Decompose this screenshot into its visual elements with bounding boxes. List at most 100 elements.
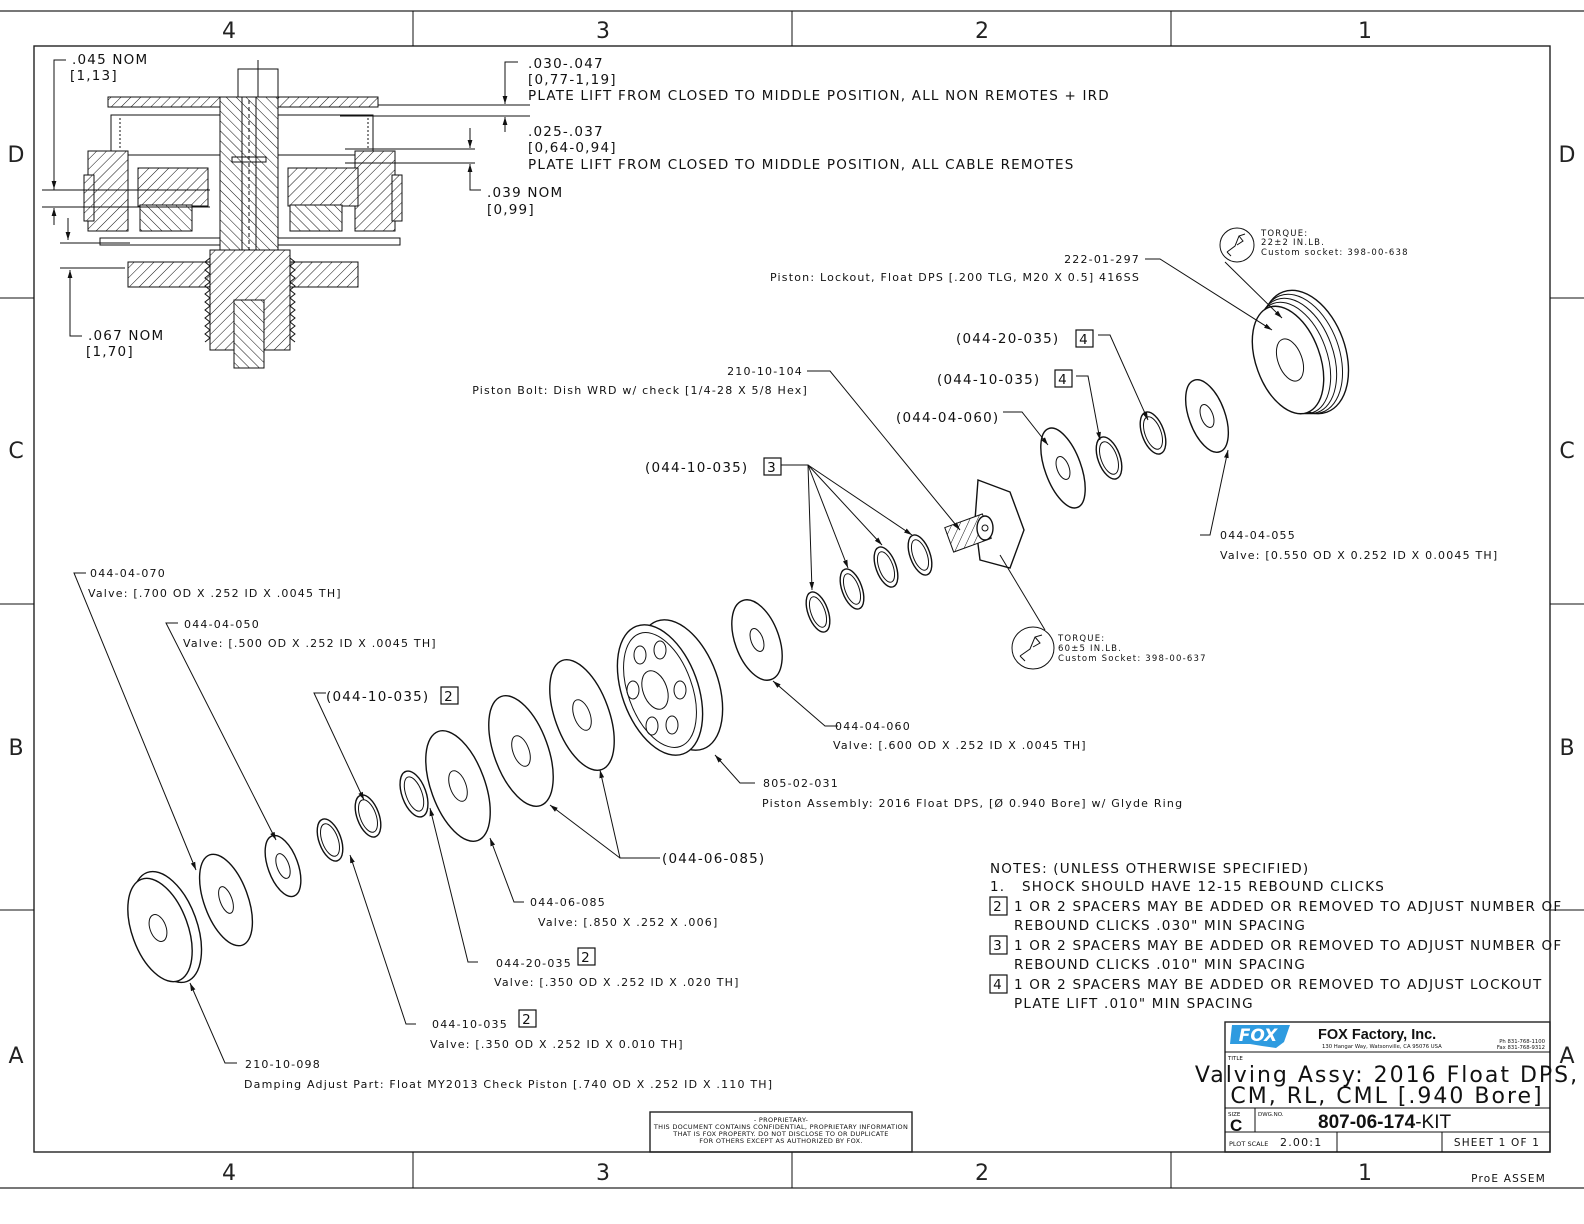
dim-045-value: .045 NOM bbox=[72, 52, 148, 68]
zone-row-d-right: D bbox=[1559, 143, 1576, 168]
callout-210-10-098-desc: Damping Adjust Part: Float MY2013 Check … bbox=[244, 1078, 773, 1091]
zone-row-b-right: B bbox=[1559, 736, 1574, 761]
company-fax: Fax 831-768-9312 bbox=[1497, 1045, 1545, 1051]
callout-222-01-297-desc: Piston: Lockout, Float DPS [.200 TLG, M2… bbox=[770, 271, 1140, 284]
callout-044-10-035-4: (044-10-035) bbox=[937, 372, 1040, 388]
callout-210-10-098-part: 210-10-098 bbox=[245, 1058, 321, 1071]
dim-025-037-note: PLATE LIFT FROM CLOSED TO MIDDLE POSITIO… bbox=[528, 157, 1075, 173]
dim-039-value: .039 NOM bbox=[487, 185, 563, 201]
callout-222-01-297-part: 222-01-297 bbox=[1064, 253, 1140, 266]
flag-3: 3 bbox=[767, 460, 777, 476]
note-4-flag: 4 bbox=[993, 977, 1003, 993]
part-210-10-098 bbox=[127, 870, 203, 984]
torque-2-label: TORQUE: bbox=[1057, 634, 1105, 644]
torque-1-value: 22±2 IN.LB. bbox=[1261, 238, 1325, 248]
callout-210-10-104-part: 210-10-104 bbox=[727, 365, 803, 378]
part-044-10-035-d bbox=[1095, 436, 1123, 480]
callout-044-04-050-desc: Valve: [.500 OD X .252 ID X .0045 TH] bbox=[183, 637, 437, 650]
part-044-10-035-c2 bbox=[839, 568, 865, 610]
dim-030-047-note: PLATE LIFT FROM CLOSED TO MIDDLE POSITIO… bbox=[528, 88, 1110, 104]
zone-row-c-right: C bbox=[1559, 439, 1574, 464]
dwg-no-label: DWG.NO. bbox=[1258, 1112, 1284, 1118]
note-3-flag: 3 bbox=[993, 938, 1003, 954]
part-044-10-035-c3 bbox=[873, 546, 899, 588]
note-2-line-2: REBOUND CLICKS .030" MIN SPACING bbox=[1014, 918, 1306, 934]
note-3-line-2: REBOUND CLICKS .010" MIN SPACING bbox=[1014, 957, 1306, 973]
zone-col-4-bottom: 4 bbox=[222, 1161, 236, 1186]
notes-block: NOTES: (UNLESS OTHERWISE SPECIFIED) 1. S… bbox=[989, 861, 1562, 1012]
drawing-number: 807-06-174-KIT bbox=[1318, 1112, 1451, 1133]
leader-lines bbox=[73, 258, 1283, 1064]
zone-col-4-top: 4 bbox=[222, 19, 236, 44]
zone-col-1-top: 1 bbox=[1358, 19, 1372, 44]
torque-wrench-icon bbox=[1011, 626, 1055, 670]
company-address: 130 Hangar Way, Watsonville, CA 95076 US… bbox=[1322, 1044, 1442, 1050]
zone-col-1-bottom: 1 bbox=[1358, 1161, 1372, 1186]
flag-4-b: 4 bbox=[1058, 372, 1068, 388]
flag-2-b: 2 bbox=[581, 950, 591, 966]
part-044-06-085-c bbox=[549, 659, 615, 771]
part-044-20-035 bbox=[399, 770, 429, 818]
torque-wrench-icon bbox=[1219, 227, 1255, 263]
callout-044-04-055-part: 044-04-055 bbox=[1220, 529, 1296, 542]
part-805-02-031-piston bbox=[616, 619, 724, 756]
callout-044-10-035-desc: Valve: [.350 OD X .252 ID X 0.010 TH] bbox=[430, 1038, 684, 1051]
software-label: ProE ASSEM bbox=[1471, 1173, 1546, 1185]
callout-044-20-035-4: (044-20-035) bbox=[956, 331, 1059, 347]
dim-025-037-metric: [0,64-0,94] bbox=[528, 140, 617, 156]
dim-025-037-value: .025-.037 bbox=[528, 124, 604, 140]
proprietary-line-1: - PROPRIETARY- bbox=[754, 1116, 809, 1124]
fox-logo-text: FOX bbox=[1239, 1026, 1278, 1046]
callout-044-06-085-desc: Valve: [.850 X .252 X .006] bbox=[538, 916, 718, 929]
zone-labels: 4 3 2 1 4 3 2 1 D C B A D C B A bbox=[8, 19, 1576, 1186]
zone-col-3-bottom: 3 bbox=[596, 1161, 610, 1186]
size-label: SIZE bbox=[1228, 1112, 1241, 1118]
sheet-count: SHEET 1 OF 1 bbox=[1454, 1137, 1540, 1149]
dim-030-047-value: .030-.047 bbox=[528, 56, 604, 72]
callout-044-06-085-paren: (044-06-085) bbox=[662, 851, 765, 867]
callout-044-20-035-desc: Valve: [.350 OD X .252 ID X .020 TH] bbox=[494, 976, 740, 989]
title-label: TITLE bbox=[1227, 1056, 1243, 1062]
note-4-line-1: 1 OR 2 SPACERS MAY BE ADDED OR REMOVED T… bbox=[1014, 977, 1542, 993]
drawing-number-main: 807-06-174 bbox=[1318, 1112, 1416, 1133]
torque-1-socket: Custom socket: 398-00-638 bbox=[1261, 248, 1409, 258]
callout-044-20-035-part: 044-20-035 bbox=[496, 957, 572, 970]
title-block: FOX FOX Factory, Inc. 130 Hangar Way, Wa… bbox=[1195, 1021, 1577, 1153]
part-044-04-050 bbox=[264, 834, 302, 898]
part-044-10-035-c1 bbox=[805, 591, 831, 633]
callout-210-10-104-desc: Piston Bolt: Dish WRD w/ check [1/4-28 X… bbox=[472, 384, 808, 397]
zone-col-2-top: 2 bbox=[975, 19, 989, 44]
notes-header: NOTES: (UNLESS OTHERWISE SPECIFIED) bbox=[990, 861, 1309, 877]
zone-row-d-left: D bbox=[8, 143, 25, 168]
callout-044-10-035-2-paren: (044-10-035) bbox=[326, 689, 429, 705]
part-044-04-055 bbox=[1184, 379, 1230, 453]
note-3-line-1: 1 OR 2 SPACERS MAY BE ADDED OR REMOVED T… bbox=[1014, 938, 1562, 954]
callout-044-04-060-part: 044-04-060 bbox=[835, 720, 911, 733]
dim-039-metric: [0,99] bbox=[487, 202, 535, 218]
flag-2-a: 2 bbox=[444, 689, 454, 705]
proprietary-line-4: FOR OTHERS EXCEPT AS AUTHORIZED BY FOX. bbox=[699, 1137, 863, 1145]
callout-044-04-050-part: 044-04-050 bbox=[184, 618, 260, 631]
note-1-line-1: SHOCK SHOULD HAVE 12-15 REBOUND CLICKS bbox=[1022, 879, 1385, 895]
callout-044-04-070-desc: Valve: [.700 OD X .252 ID X .0045 TH] bbox=[88, 587, 342, 600]
callout-805-02-031-desc: Piston Assembly: 2016 Float DPS, [Ø 0.94… bbox=[762, 797, 1183, 810]
section-view: .045 NOM [1,13] .067 NOM [1,70] .030-.04… bbox=[42, 52, 1110, 369]
plot-scale-label: PLOT SCALE bbox=[1229, 1140, 1268, 1148]
part-044-10-035-b bbox=[354, 794, 382, 838]
callout-044-10-035-3: (044-10-035) bbox=[645, 460, 748, 476]
note-2-flag: 2 bbox=[993, 899, 1003, 915]
callout-044-04-060-desc: Valve: [.600 OD X .252 ID X .0045 TH] bbox=[833, 739, 1087, 752]
callout-044-10-035-part: 044-10-035 bbox=[432, 1018, 508, 1031]
dim-030-047-metric: [0,77-1,19] bbox=[528, 72, 617, 88]
torque-1-label: TORQUE: bbox=[1260, 229, 1308, 239]
company-name: FOX Factory, Inc. bbox=[1318, 1027, 1436, 1043]
part-210-10-104-bolt bbox=[944, 479, 1025, 569]
note-4-line-2: PLATE LIFT .010" MIN SPACING bbox=[1014, 996, 1254, 1012]
flag-2-c: 2 bbox=[522, 1012, 532, 1028]
proprietary-line-2: THIS DOCUMENT CONTAINS CONFIDENTIAL, PRO… bbox=[653, 1123, 908, 1131]
callout-044-04-070-part: 044-04-070 bbox=[90, 567, 166, 580]
torque-callout-1: TORQUE: 22±2 IN.LB. Custom socket: 398-0… bbox=[1219, 227, 1409, 263]
callout-044-06-085-part: 044-06-085 bbox=[530, 896, 606, 909]
part-044-04-060 bbox=[731, 599, 783, 681]
